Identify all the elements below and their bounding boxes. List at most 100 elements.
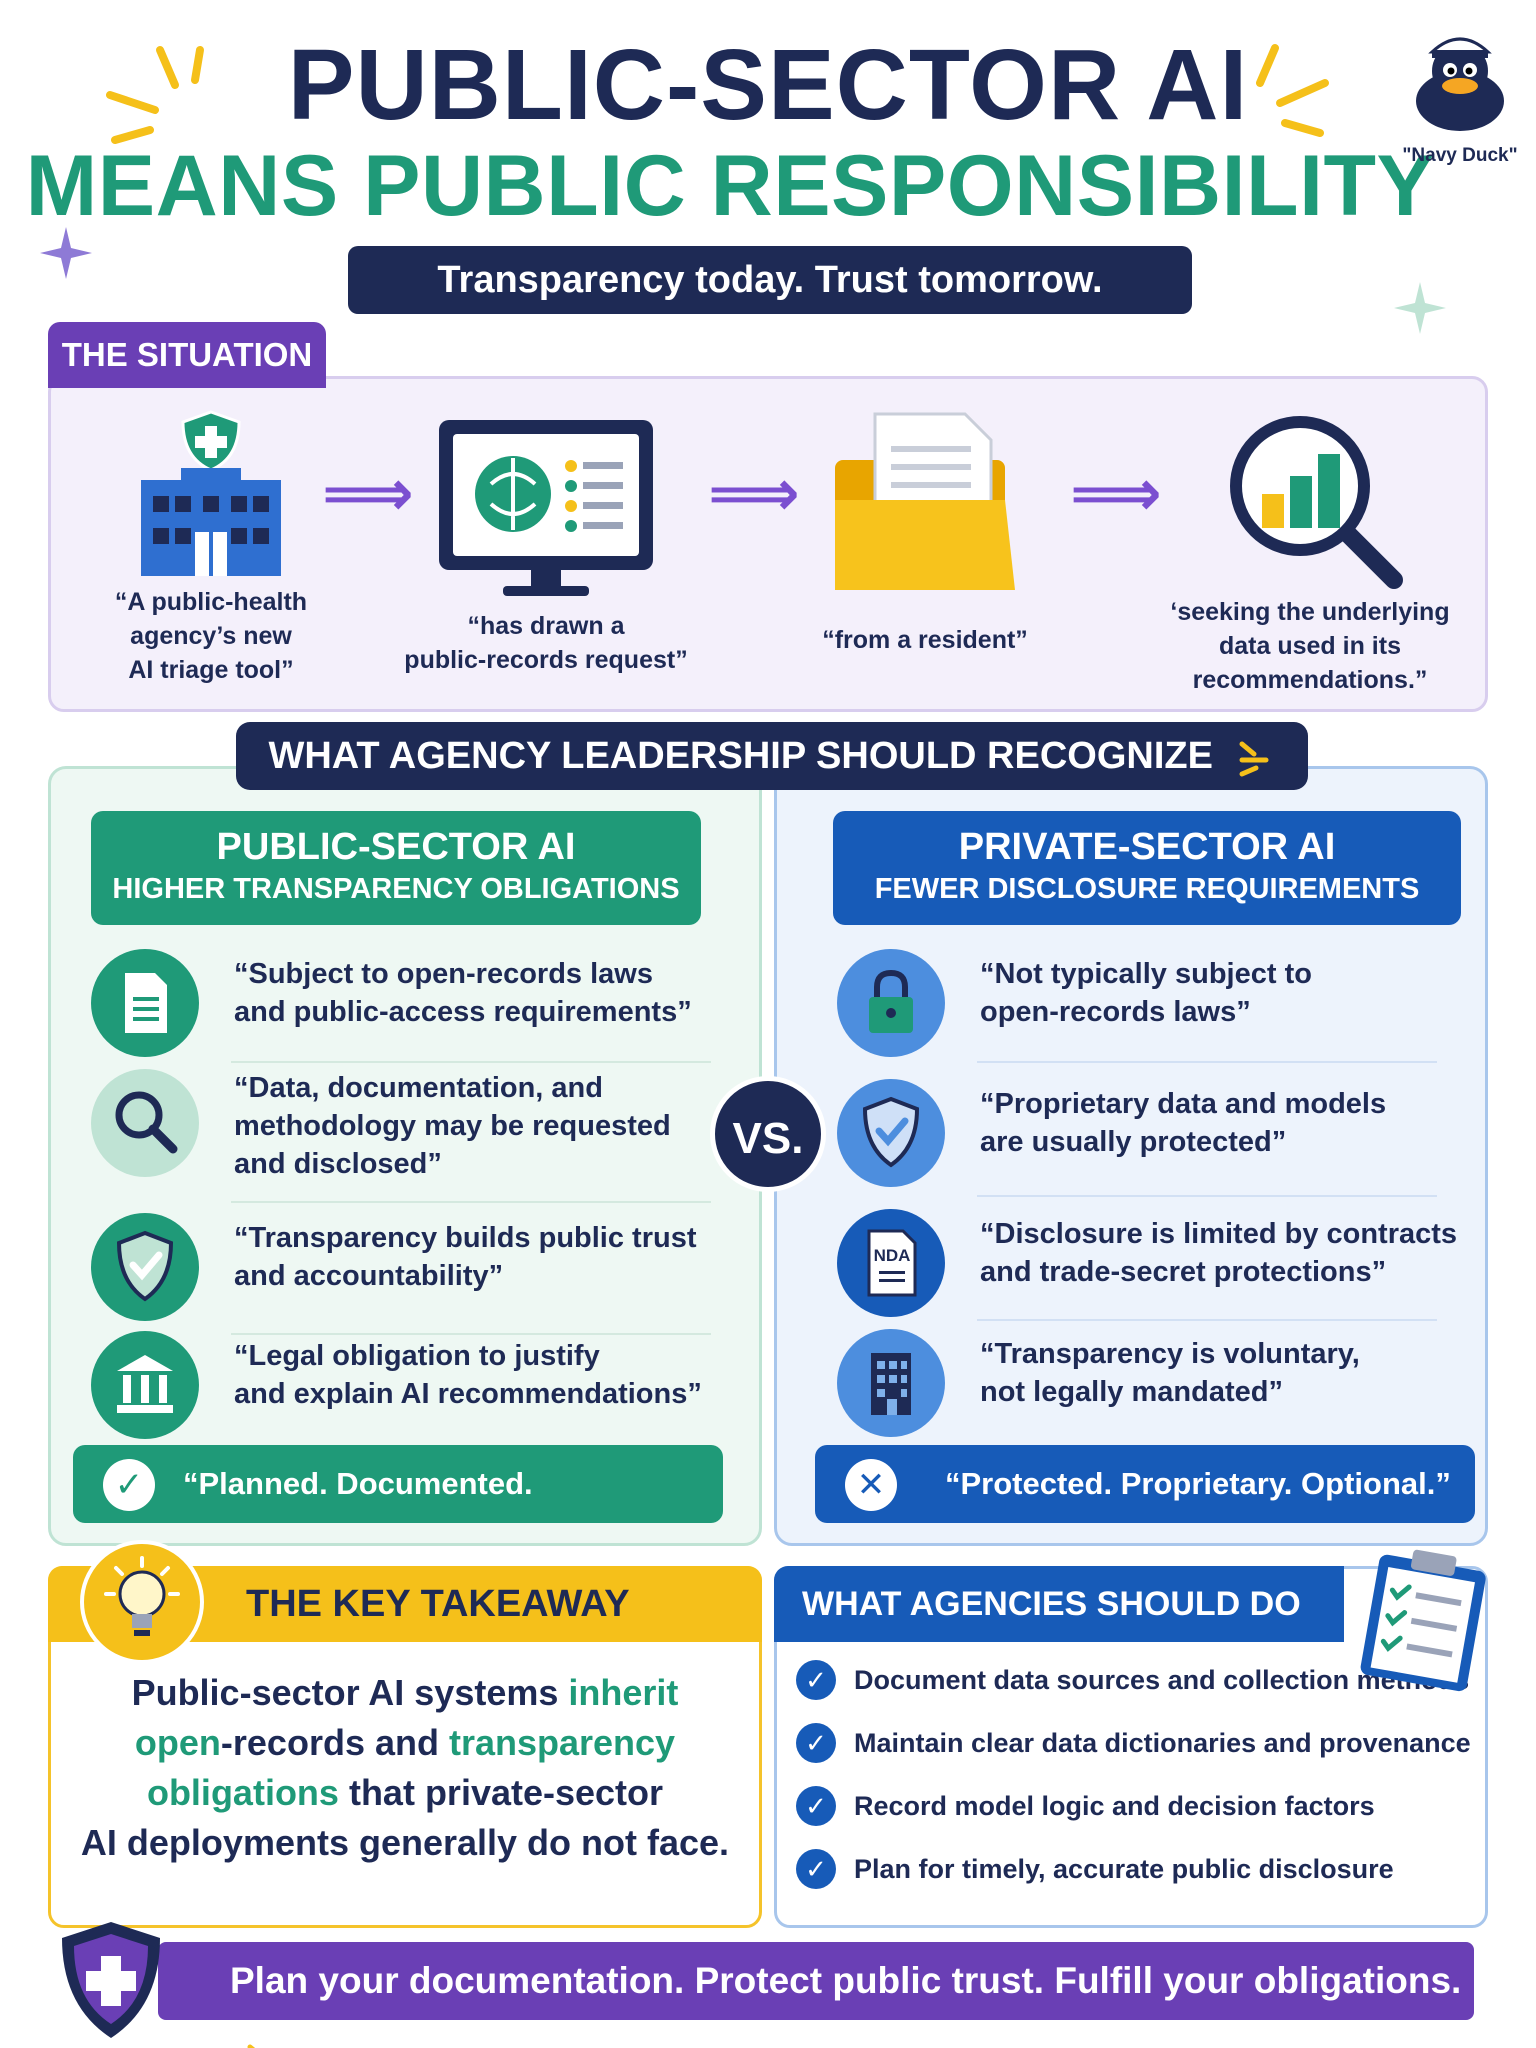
action-text: Record model logic and decision factors — [854, 1791, 1375, 1821]
caption-line: “has drawn a — [467, 612, 625, 640]
item-line: and public-access requirements” — [234, 996, 692, 1028]
arrow-right-icon: ⟹ — [708, 457, 800, 529]
public-item-text: “Data, documentation, and methodology ma… — [234, 1069, 734, 1183]
lock-icon — [837, 949, 945, 1057]
courthouse-icon — [91, 1331, 199, 1439]
recognize-banner-text: WHAT AGENCY LEADERSHIP SHOULD RECOGNIZE — [268, 735, 1213, 777]
page-title: PUBLIC-SECTOR AI — [287, 29, 1249, 141]
private-item-text: “Disclosure is limited by contracts and … — [980, 1215, 1480, 1291]
item-line: “Legal obligation to justify — [234, 1340, 600, 1372]
divider — [977, 1195, 1437, 1197]
page-subtitle: MEANS PUBLIC RESPONSIBILITY — [25, 138, 1435, 234]
private-item-text: “Not typically subject to open-records l… — [980, 955, 1480, 1031]
action-text: Maintain clear data dictionaries and pro… — [854, 1728, 1471, 1758]
public-item-text: “Legal obligation to justify and explain… — [234, 1337, 734, 1413]
takeaway-text: Public-sector AI systems inherit open-re… — [70, 1668, 740, 1868]
text-run: -records and — [220, 1722, 449, 1763]
mascot-label: "Navy Duck" — [1402, 145, 1518, 166]
mascot: "Navy Duck" — [1395, 26, 1525, 176]
item-line: “Proprietary data and models — [980, 1088, 1387, 1120]
caption-line: “from a resident” — [822, 626, 1028, 654]
private-footer: ✕ “Protected. Proprietary. Optional.” — [815, 1445, 1475, 1523]
situation-caption: “has drawn a public-records request” — [396, 609, 696, 677]
item-line: are usually protected” — [980, 1126, 1287, 1158]
shield-check-icon — [91, 1213, 199, 1321]
document-icon — [91, 949, 199, 1057]
shield-cross-icon — [62, 1922, 160, 2038]
vs-badge: VS. — [710, 1076, 826, 1192]
text-run: Public-sector AI systems — [131, 1672, 569, 1713]
sparkle-lines-icon — [247, 2044, 255, 2048]
action-item: ✓ Maintain clear data dictionaries and pr… — [796, 1717, 1476, 1780]
star-sparkle-icon — [40, 227, 92, 279]
check-icon: ✓ — [796, 1660, 836, 1700]
sparkle-lines-icon — [1239, 741, 1268, 777]
arrow-right-icon: ⟹ — [322, 457, 414, 529]
situation-caption: “from a resident” — [800, 623, 1050, 657]
check-icon: ✓ — [796, 1786, 836, 1826]
office-building-icon — [837, 1329, 945, 1437]
sparkle-lines-icon — [106, 46, 204, 144]
caption-line: AI triage tool” — [128, 656, 294, 684]
item-line: not legally mandated” — [980, 1376, 1283, 1408]
item-line: open-records laws” — [980, 996, 1251, 1028]
public-sector-column: PUBLIC-SECTOR AI HIGHER TRANSPARENCY OBL… — [48, 766, 762, 1579]
divider — [231, 1333, 711, 1335]
public-item-text: “Transparency builds public trust and ac… — [234, 1219, 734, 1295]
divider — [231, 1201, 711, 1203]
private-footer-text: “Protected. Proprietary. Optional.” — [945, 1466, 1451, 1501]
private-item-text: “Proprietary data and models are usually… — [980, 1085, 1480, 1161]
highlight-run: obligations — [146, 1772, 339, 1813]
public-sector-title: PUBLIC-SECTOR AI — [216, 826, 576, 868]
divider — [231, 1061, 711, 1063]
caption-line: recommendations.” — [1192, 666, 1428, 694]
star-sparkle-icon — [1394, 282, 1446, 334]
caption-line: data used in its — [1219, 632, 1401, 660]
item-line: “Not typically subject to — [980, 958, 1312, 990]
highlight-run: transparency — [448, 1722, 676, 1763]
situation-step-1: “A public-health agency’s new AI triage … — [96, 410, 326, 687]
action-text: Plan for timely, accurate public disclos… — [854, 1854, 1394, 1884]
takeaway-title: THE KEY TAKEAWAY — [246, 1583, 630, 1625]
magnifier-chart-icon — [1230, 416, 1403, 589]
arrow-right-icon: ⟹ — [1070, 457, 1162, 529]
sparkle-lines-icon — [1256, 44, 1329, 137]
item-line: “Subject to open-records laws — [234, 958, 653, 990]
actions-list: ✓Document data sources and collection me… — [796, 1654, 1476, 1906]
private-sector-title: PRIVATE-SECTOR AI — [958, 826, 1336, 868]
private-sector-column: PRIVATE-SECTOR AI FEWER DISCLOSURE REQUI… — [774, 766, 1488, 1546]
situation-step-4: ‘seeking the underlying data used in its… — [1150, 410, 1470, 697]
text-run: that private-sector — [338, 1772, 664, 1813]
action-item: ✓Plan for timely, accurate public disclo… — [796, 1843, 1476, 1906]
nda-document-icon: NDA — [837, 1209, 945, 1317]
item-line: “Data, documentation, and — [234, 1072, 603, 1104]
situation-caption: ‘seeking the underlying data used in its… — [1150, 595, 1470, 697]
private-sector-header: PRIVATE-SECTOR AI FEWER DISCLOSURE REQUI… — [833, 811, 1461, 925]
item-line: “Disclosure is limited by contracts — [980, 1218, 1458, 1250]
item-line: “Transparency builds public trust — [234, 1222, 697, 1254]
item-line: and trade-secret protections” — [980, 1256, 1387, 1288]
public-item-text: “Subject to open-records laws and public… — [234, 955, 734, 1031]
action-item: ✓ Record model logic and decision factors — [796, 1780, 1476, 1843]
highlight-run: open — [134, 1722, 221, 1763]
clipboard-checklist-icon — [1360, 1549, 1486, 1692]
public-footer: ✓ “Planned. Documented. Disclosable.” — [73, 1445, 723, 1579]
close-icon: ✕ — [845, 1459, 897, 1511]
private-sector-subtitle: FEWER DISCLOSURE REQUIREMENTS — [874, 873, 1420, 905]
item-line: and accountability” — [234, 1260, 504, 1292]
caption-line: public-records request” — [404, 646, 688, 674]
situation-step-2: “has drawn a public-records request” — [396, 414, 696, 677]
caption-line: “A public-health — [114, 588, 308, 616]
folder-icon — [835, 412, 1015, 590]
situation-panel — [48, 376, 1488, 712]
check-icon: ✓ — [103, 1459, 155, 1511]
monitor-brain-icon — [439, 420, 653, 596]
private-item-text: “Transparency is voluntary, not legally … — [980, 1335, 1480, 1411]
shield-check-icon — [837, 1079, 945, 1187]
check-icon: ✓ — [796, 1723, 836, 1763]
actions-title: WHAT AGENCIES SHOULD DO — [774, 1566, 1344, 1642]
item-line: methodology may be requested — [234, 1110, 671, 1142]
hospital-icon — [141, 410, 281, 576]
recognize-banner: WHAT AGENCY LEADERSHIP SHOULD RECOGNIZE — [236, 722, 1308, 790]
search-icon — [91, 1069, 199, 1177]
